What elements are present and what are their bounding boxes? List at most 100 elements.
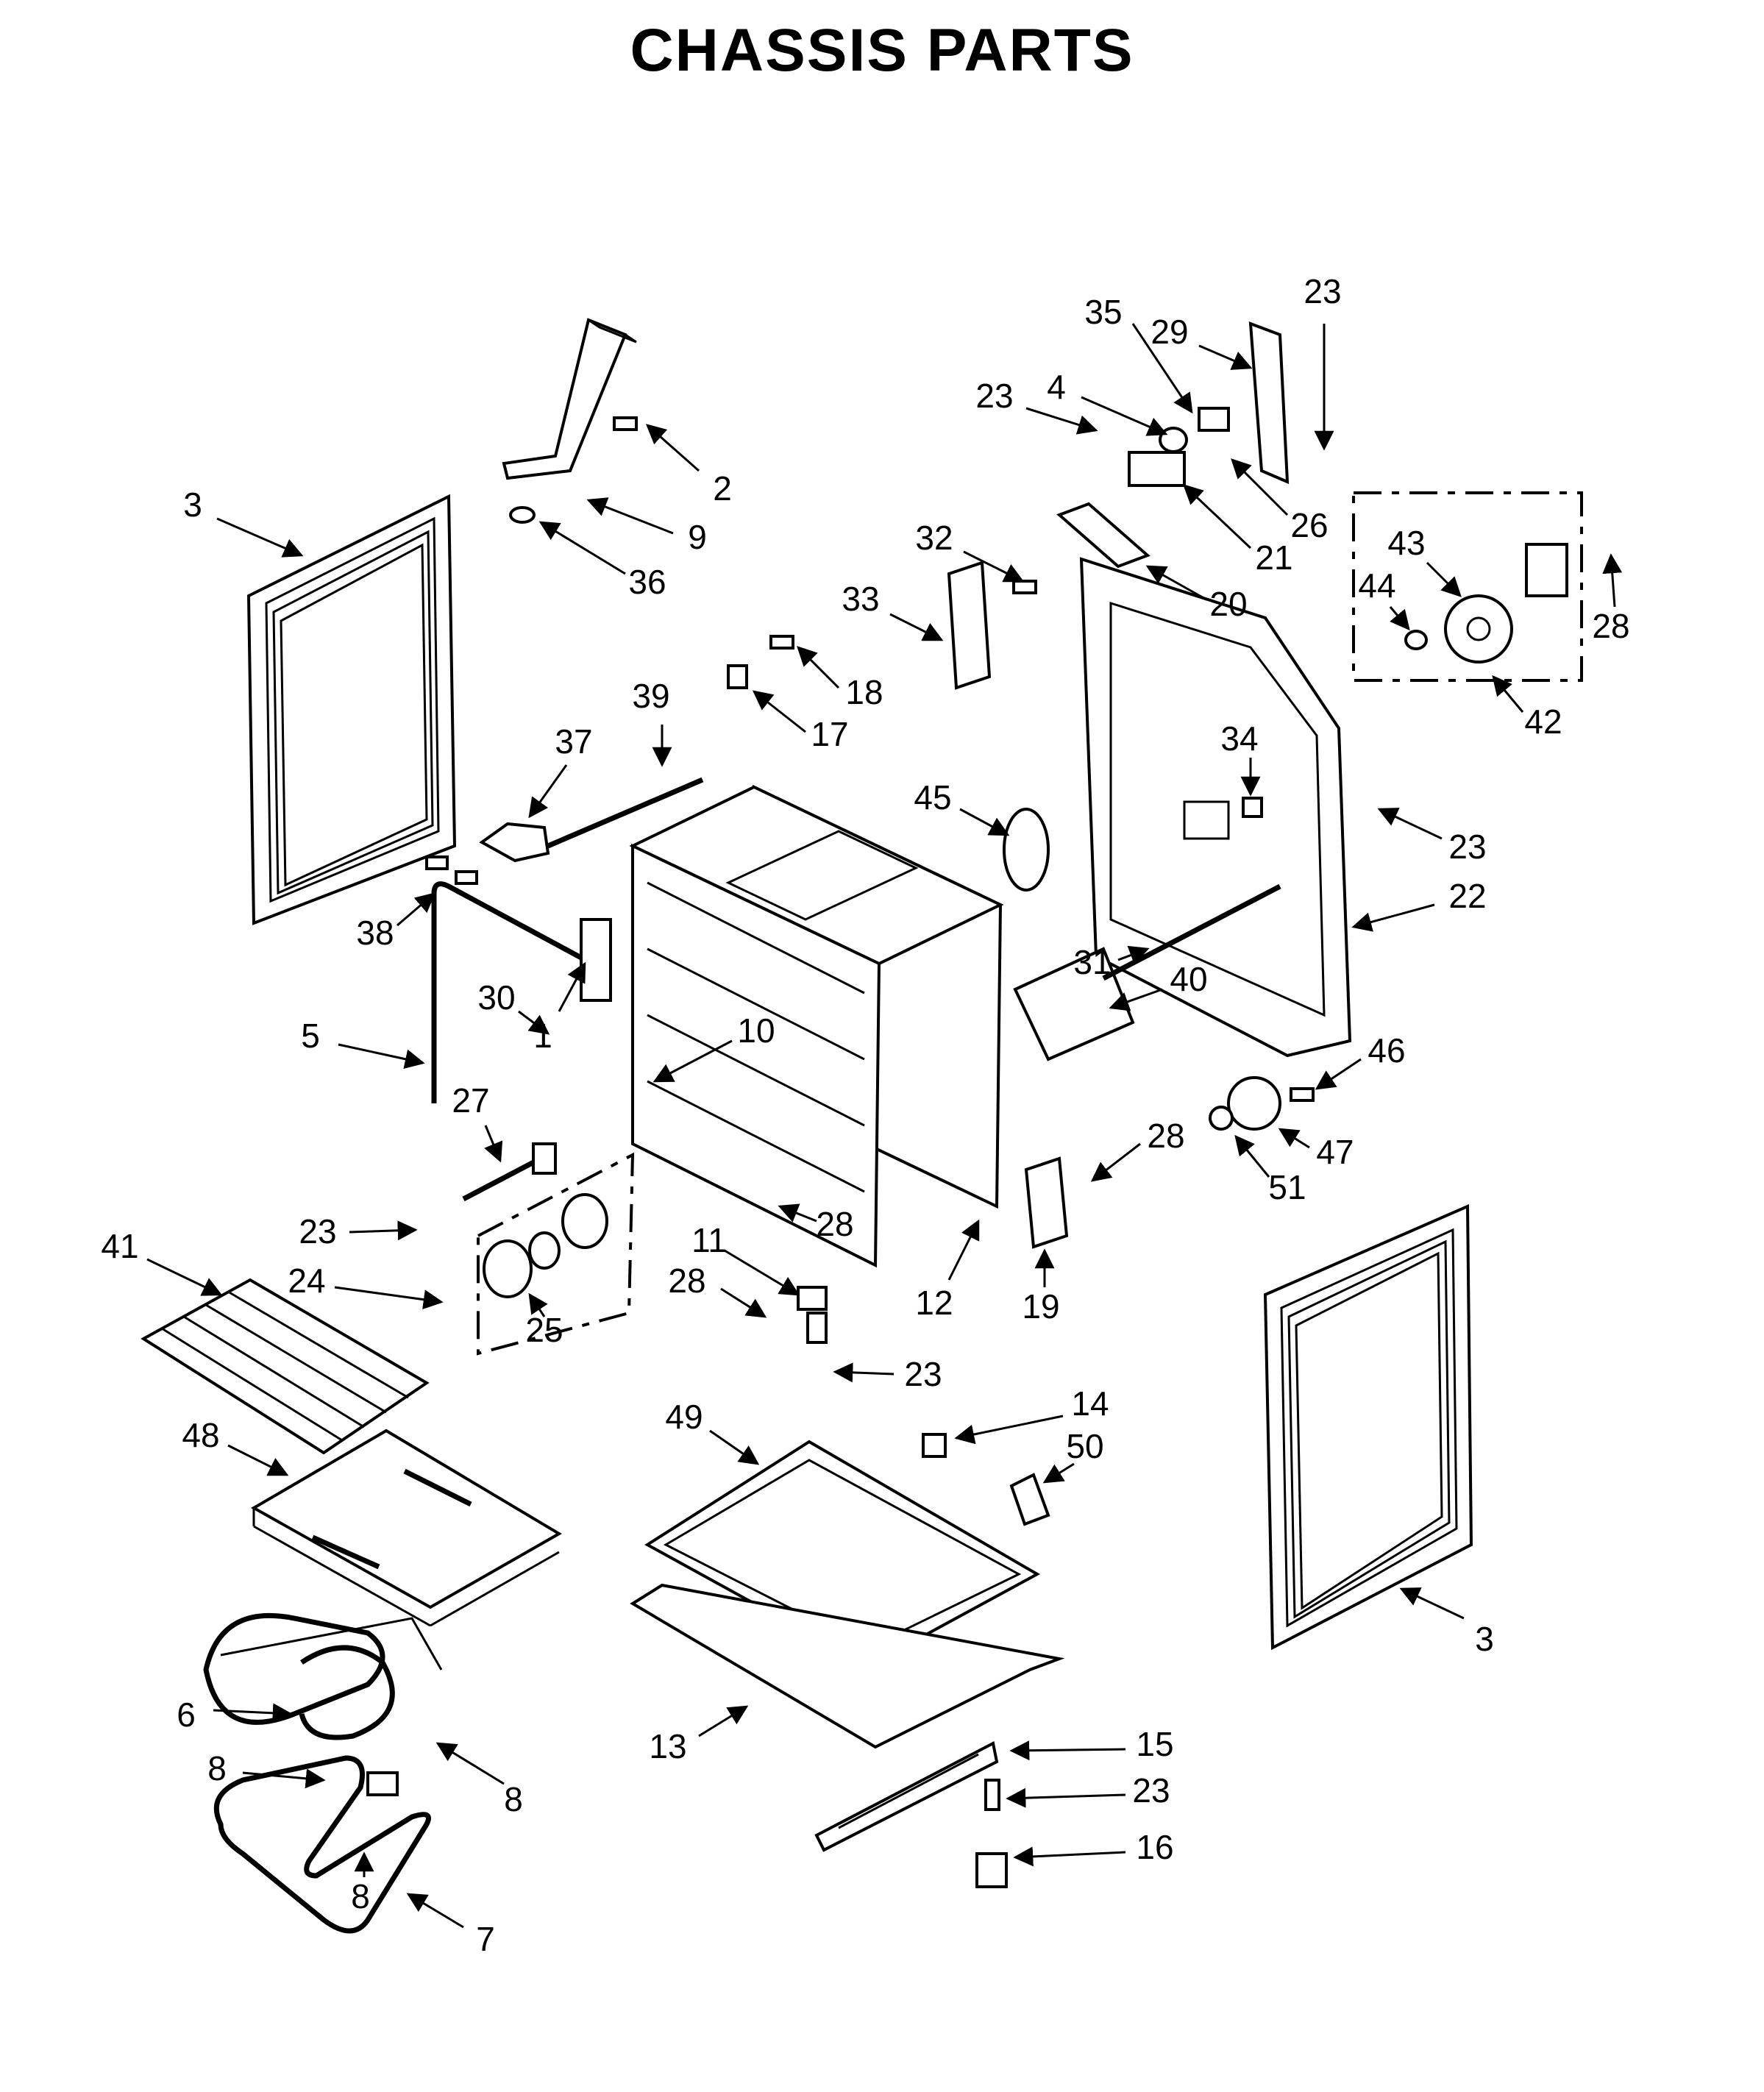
- callout-c31: 31: [1073, 943, 1111, 981]
- callout-c12: 12: [915, 1284, 953, 1322]
- callout-c50: 50: [1066, 1427, 1103, 1465]
- part-50-pad: [1009, 1473, 1050, 1526]
- leader-c41: [146, 1258, 223, 1296]
- leader-c50: [1042, 1462, 1075, 1484]
- callout-c3a: 3: [183, 485, 202, 524]
- callout-c19: 19: [1022, 1287, 1059, 1326]
- leader-c22: [1351, 903, 1435, 932]
- callout-c41: 41: [101, 1227, 138, 1265]
- leader-c27: [484, 1125, 503, 1163]
- leader-c8b: [435, 1742, 505, 1785]
- leader-c47: [1278, 1128, 1310, 1149]
- callout-c8b: 8: [504, 1780, 523, 1818]
- callout-c30: 30: [477, 978, 515, 1017]
- leader-c28a: [1602, 553, 1623, 608]
- part-19-bracket: [1024, 1156, 1069, 1249]
- part-18-screw: [769, 635, 794, 650]
- callout-c28c: 28: [816, 1205, 853, 1243]
- leader-c5: [338, 1043, 425, 1070]
- part-23-screw-leg: [984, 1779, 1000, 1811]
- callout-c23c: 23: [1448, 828, 1486, 866]
- callout-c46: 46: [1368, 1031, 1405, 1070]
- part-2-screw: [613, 416, 638, 431]
- leader-c23d: [349, 1220, 418, 1241]
- callout-c16: 16: [1136, 1828, 1173, 1866]
- callout-c9: 9: [688, 518, 707, 556]
- leader-c16: [1013, 1846, 1126, 1867]
- leader-c37: [528, 764, 568, 819]
- part-35-terminal: [1198, 407, 1230, 432]
- leader-c40: [1109, 988, 1163, 1011]
- callout-c23e: 23: [904, 1355, 942, 1393]
- callout-c37: 37: [555, 722, 592, 761]
- callout-c48: 48: [182, 1416, 219, 1454]
- leader-c31: [1117, 945, 1150, 965]
- callout-c42: 42: [1524, 702, 1562, 741]
- diagram-title: CHASSIS PARTS: [630, 17, 1134, 84]
- leader-c44: [1389, 606, 1410, 631]
- part-21-block: [1128, 451, 1186, 487]
- leader-c35: [1131, 323, 1193, 414]
- part-45-gasket: [1003, 808, 1050, 892]
- callout-c28b: 28: [1147, 1117, 1184, 1155]
- part-51-bushing: [1209, 1106, 1234, 1131]
- leader-c23f: [1006, 1787, 1126, 1808]
- parts-artwork: [141, 318, 1583, 1934]
- part-25-knob: [483, 1193, 608, 1298]
- part-4-nut: [1159, 427, 1188, 453]
- callout-c10: 10: [737, 1011, 775, 1050]
- part-42-motor: [1525, 543, 1568, 597]
- leader-c23b: [1025, 407, 1098, 435]
- part-43-fan-blade: [1444, 594, 1513, 663]
- leader-c49: [709, 1429, 760, 1465]
- callout-c5: 5: [301, 1017, 320, 1055]
- part-9-bracket: [502, 318, 638, 524]
- callout-c36: 36: [628, 563, 666, 601]
- leader-c18: [797, 646, 840, 689]
- callout-c11: 11: [691, 1221, 727, 1259]
- leader-c51: [1234, 1134, 1270, 1178]
- part-42-group-outline: [1352, 491, 1583, 682]
- part-7-broil-element: [213, 1755, 431, 1934]
- part-13-bottom-panel: [630, 1583, 1065, 1749]
- callout-c17: 17: [811, 715, 848, 753]
- callout-c15: 15: [1136, 1725, 1173, 1763]
- callout-c39: 39: [632, 677, 669, 715]
- leader-c29: [1198, 344, 1253, 370]
- leader-c2: [645, 424, 700, 472]
- callout-c43: 43: [1387, 524, 1425, 562]
- part-22-rear-panel: [1079, 557, 1352, 1058]
- leader-c9: [586, 497, 674, 535]
- callout-c38: 38: [356, 914, 394, 952]
- part-6-bake-element: [203, 1612, 443, 1740]
- leader-c46: [1315, 1058, 1362, 1090]
- leader-c20: [1145, 565, 1207, 601]
- leader-c48: [227, 1444, 289, 1476]
- part-46-screw: [1290, 1087, 1315, 1102]
- leader-c1: [558, 961, 586, 1012]
- callout-c8a: 8: [207, 1749, 227, 1787]
- callout-c34: 34: [1220, 719, 1258, 758]
- leader-c12: [947, 1219, 980, 1281]
- callout-c7: 7: [476, 1920, 495, 1958]
- leader-c10: [652, 1039, 733, 1083]
- leader-c3a: [216, 517, 304, 558]
- part-1-bracket: [580, 918, 612, 1002]
- callout-c22: 22: [1448, 877, 1486, 915]
- part-3-right-side-panel: [1263, 1203, 1473, 1651]
- part-41-oven-rack: [141, 1278, 430, 1455]
- callout-c23d: 23: [299, 1212, 336, 1250]
- callout-c40: 40: [1170, 960, 1207, 998]
- callout-c2: 2: [713, 469, 732, 508]
- part-48-broiler-pan: [250, 1429, 562, 1627]
- part-24-group-outline: [477, 1152, 635, 1356]
- leader-c32: [963, 550, 1025, 583]
- callout-c26: 26: [1290, 506, 1328, 544]
- callout-c49: 49: [665, 1398, 703, 1436]
- part-17-clip: [727, 664, 748, 689]
- leader-c6: [213, 1703, 293, 1723]
- callout-c28a: 28: [1592, 607, 1629, 645]
- part-38-screw-a: [425, 855, 449, 870]
- callout-c23b: 23: [975, 377, 1013, 415]
